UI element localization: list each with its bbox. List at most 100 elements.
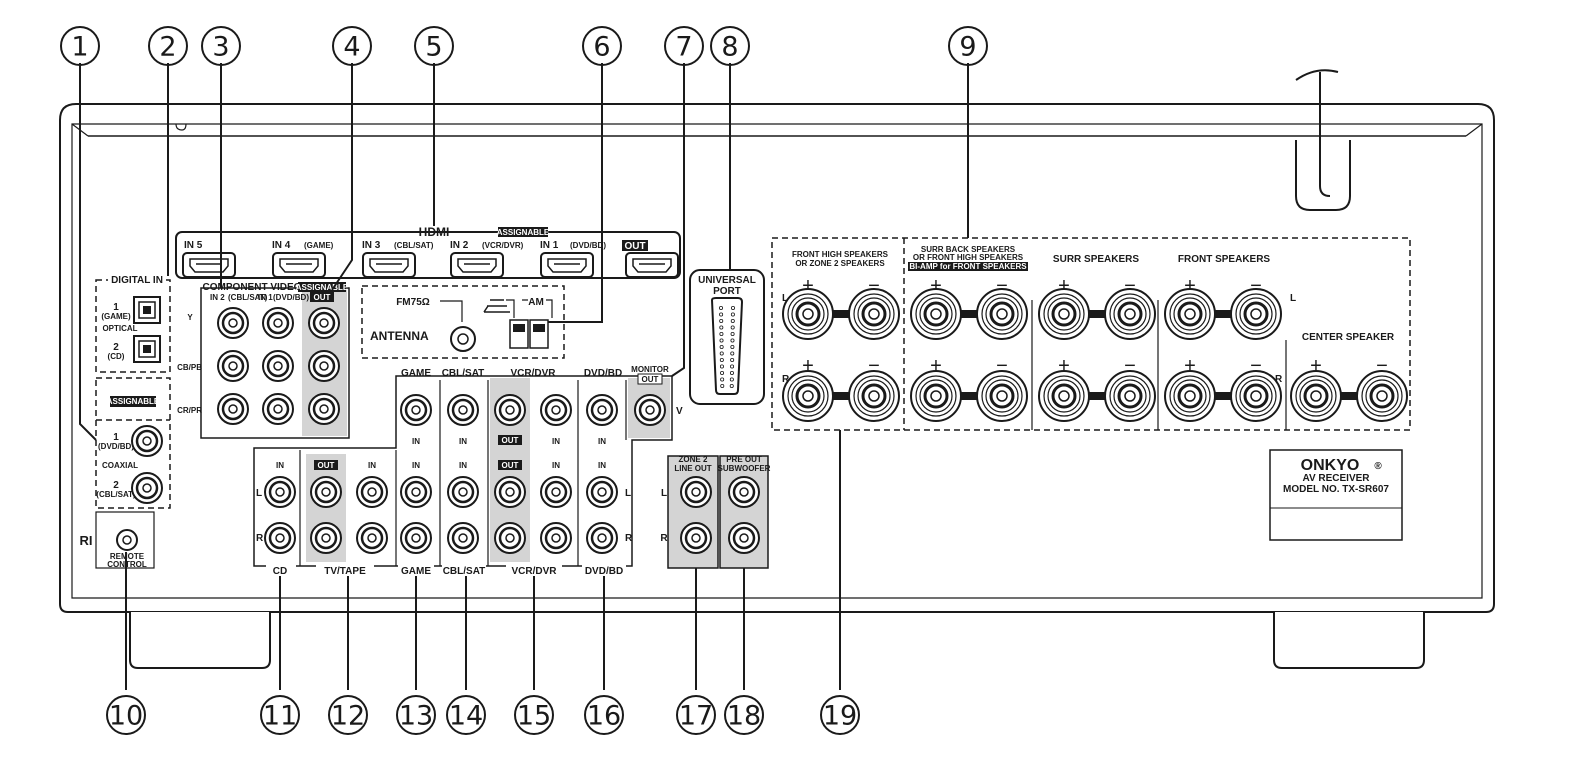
callout-6: 6 [582,26,622,66]
audio-tape-out-r-jack[interactable] [309,521,343,555]
hdmi-in2-port[interactable] [450,252,504,278]
callout-7: 7 [664,26,704,66]
monitor-v-label: V [676,406,683,417]
component-out-cb-jack[interactable] [307,349,341,383]
audio-game-l-jack[interactable] [399,475,433,509]
post-connector [1336,392,1362,400]
video-dvd-in-jack[interactable] [585,393,619,427]
hdmi-out-port[interactable] [625,252,679,278]
coax-2-jack[interactable] [130,471,164,505]
audio-dvd-l-jack[interactable] [585,475,619,509]
component-in2-cr-jack[interactable] [216,392,250,426]
hdmi-section: HDMI ASSIGNABLE IN 5 IN 4 (GAME) IN 3 (C… [175,225,681,279]
component-in1-label: IN 1 [258,293,273,302]
port-pin [719,364,724,369]
audio-cd-l-jack[interactable] [263,475,297,509]
minus-sign: − [868,275,880,297]
surr-back-label-3: BI-AMP for FRONT SPEAKERS [909,262,1027,271]
port-pin [719,344,724,349]
port-pin [720,377,725,382]
coax-2-label: 2 [113,480,119,491]
component-out-y-jack[interactable] [307,306,341,340]
front-high-r-plus-post[interactable] [781,369,835,423]
video-vcr-out-jack[interactable] [493,393,527,427]
zone2-l-jack[interactable] [679,475,713,509]
video-cbl-in-jack[interactable] [446,393,480,427]
audio-tape-in-r-jack[interactable] [355,521,389,555]
port-pin [730,325,735,330]
video-game-in-jack[interactable] [399,393,433,427]
front-label: FRONT SPEAKERS [1178,254,1271,265]
component-in2-cb-jack[interactable] [216,349,250,383]
front-r-minus-post[interactable] [1229,369,1283,423]
audio-vcr-in-l-jack[interactable] [539,475,573,509]
optical-2-port[interactable] [133,335,161,363]
leader-lines [79,63,969,690]
universal-port-connector[interactable] [710,297,744,395]
hdmi-in1-label: IN 1 [540,240,559,251]
center-plus-post[interactable] [1289,369,1343,423]
zone2-title-2: LINE OUT [674,464,711,473]
component-video-section: COMPONENT VIDEO ASSIGNABLE IN 2 (CBL/SAT… [177,282,350,439]
brand-plate: ONKYO ® AV RECEIVER MODEL NO. TX-SR607 [1269,449,1403,541]
audio-tape-out-label: OUT [318,461,335,470]
subwoofer-1-jack[interactable] [727,475,761,509]
surr-back-label-1: SURR BACK SPEAKERS [921,245,1016,254]
center-label: CENTER SPEAKER [1302,332,1395,343]
audio-vcr-in-r-jack[interactable] [539,521,573,555]
power-cord [1295,69,1351,211]
component-in1-y-jack[interactable] [261,306,295,340]
post-connector [828,392,854,400]
am-label: AM [528,297,544,308]
center-minus-post[interactable] [1355,369,1409,423]
monitor-out-jack[interactable] [633,393,667,427]
front-high-r-minus-post[interactable] [847,369,901,423]
audio-cd-r-jack[interactable] [263,521,297,555]
plus-sign: + [1184,275,1196,297]
subwoofer-2-jack[interactable] [727,521,761,555]
zone2-r-jack[interactable] [679,521,713,555]
port-pin [730,344,735,349]
component-in1-cr-jack[interactable] [261,392,295,426]
audio-tape-out-l-jack[interactable] [309,475,343,509]
audio-vcr-label: VCR/DVR [511,566,557,577]
callout-16: 16 [584,695,624,735]
port-pin [719,325,724,330]
hdmi-in4-port[interactable] [272,252,326,278]
plus-sign: + [1058,275,1070,297]
surr-back-r-minus-post[interactable] [975,369,1029,423]
optical-1-label: 1 [113,302,119,313]
coax-1-jack[interactable] [130,424,164,458]
optical-1-port[interactable] [133,296,161,324]
audio-game-r-jack[interactable] [399,521,433,555]
component-out-cr-jack[interactable] [307,392,341,426]
callout-5: 5 [414,26,454,66]
audio-cbl-l-jack[interactable] [446,475,480,509]
component-in1-cb-jack[interactable] [261,349,295,383]
video-game-label: GAME [401,368,431,379]
callout-number: 4 [343,32,360,63]
callout-4: 4 [332,26,372,66]
audio-cbl-r-jack[interactable] [446,521,480,555]
hdmi-in5-port[interactable] [182,252,236,278]
brand-line-1: AV RECEIVER [1302,473,1370,484]
surr-r-minus-post[interactable] [1103,369,1157,423]
video-vcr-in-jack[interactable] [539,393,573,427]
audio-vcr-out-l-jack[interactable] [493,475,527,509]
audio-dvd-r-jack[interactable] [585,521,619,555]
callout-number: 18 [727,701,761,732]
minus-sign: − [1250,355,1262,377]
component-in2-y-jack[interactable] [216,306,250,340]
port-pin [719,331,724,336]
post-connector [956,392,982,400]
hdmi-in1-port[interactable] [540,252,594,278]
surr-back-r-plus-post[interactable] [909,369,963,423]
surr-r-plus-post[interactable] [1037,369,1091,423]
audio-dvd-in-label: IN [598,461,606,470]
hdmi-in3-port[interactable] [362,252,416,278]
front-r-plus-post[interactable] [1163,369,1217,423]
audio-vcr-out-r-jack[interactable] [493,521,527,555]
audio-tape-in-l-jack[interactable] [355,475,389,509]
hdmi-in2-label: IN 2 [450,240,469,251]
